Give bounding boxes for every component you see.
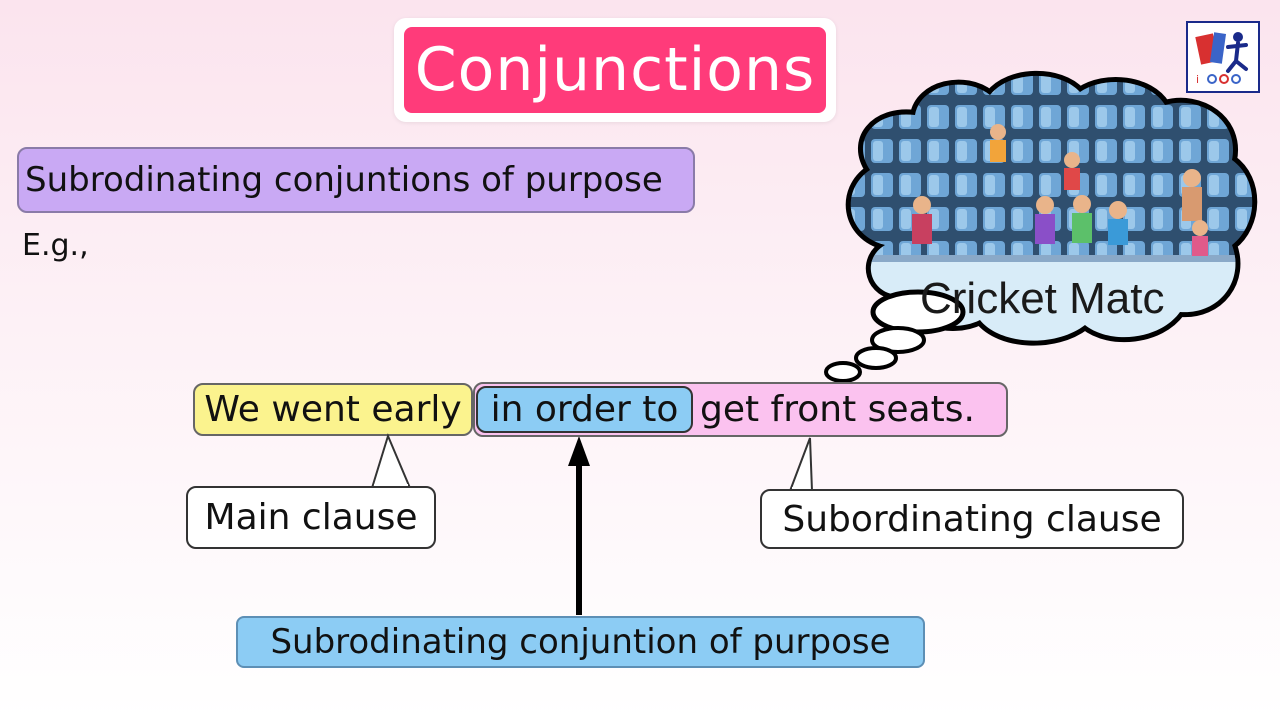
conjunction-text: in order to xyxy=(476,386,693,433)
conjunction-label-box: Subrodinating conjuntion of purpose xyxy=(236,616,925,668)
thought-cloud-caption: Cricket Matc xyxy=(920,274,1165,323)
main-clause-text: We went early xyxy=(193,383,473,436)
subordinate-clause-text: get front seats. xyxy=(700,389,975,430)
title-banner: Conjunctions xyxy=(404,27,826,113)
heading-text: Subrodinating conjuntions of purpose xyxy=(25,160,663,200)
logo: i xyxy=(1186,21,1260,93)
main-clause-callout: Main clause xyxy=(186,486,436,549)
subordinating-clause-callout: Subordinating clause xyxy=(760,489,1184,549)
svg-text:i: i xyxy=(1196,73,1199,86)
example-label: E.g., xyxy=(22,228,89,263)
heading-box: Subrodinating conjuntions of purpose xyxy=(17,147,695,213)
page-title: Conjunctions xyxy=(414,35,816,105)
spectator-figures xyxy=(912,124,1208,256)
